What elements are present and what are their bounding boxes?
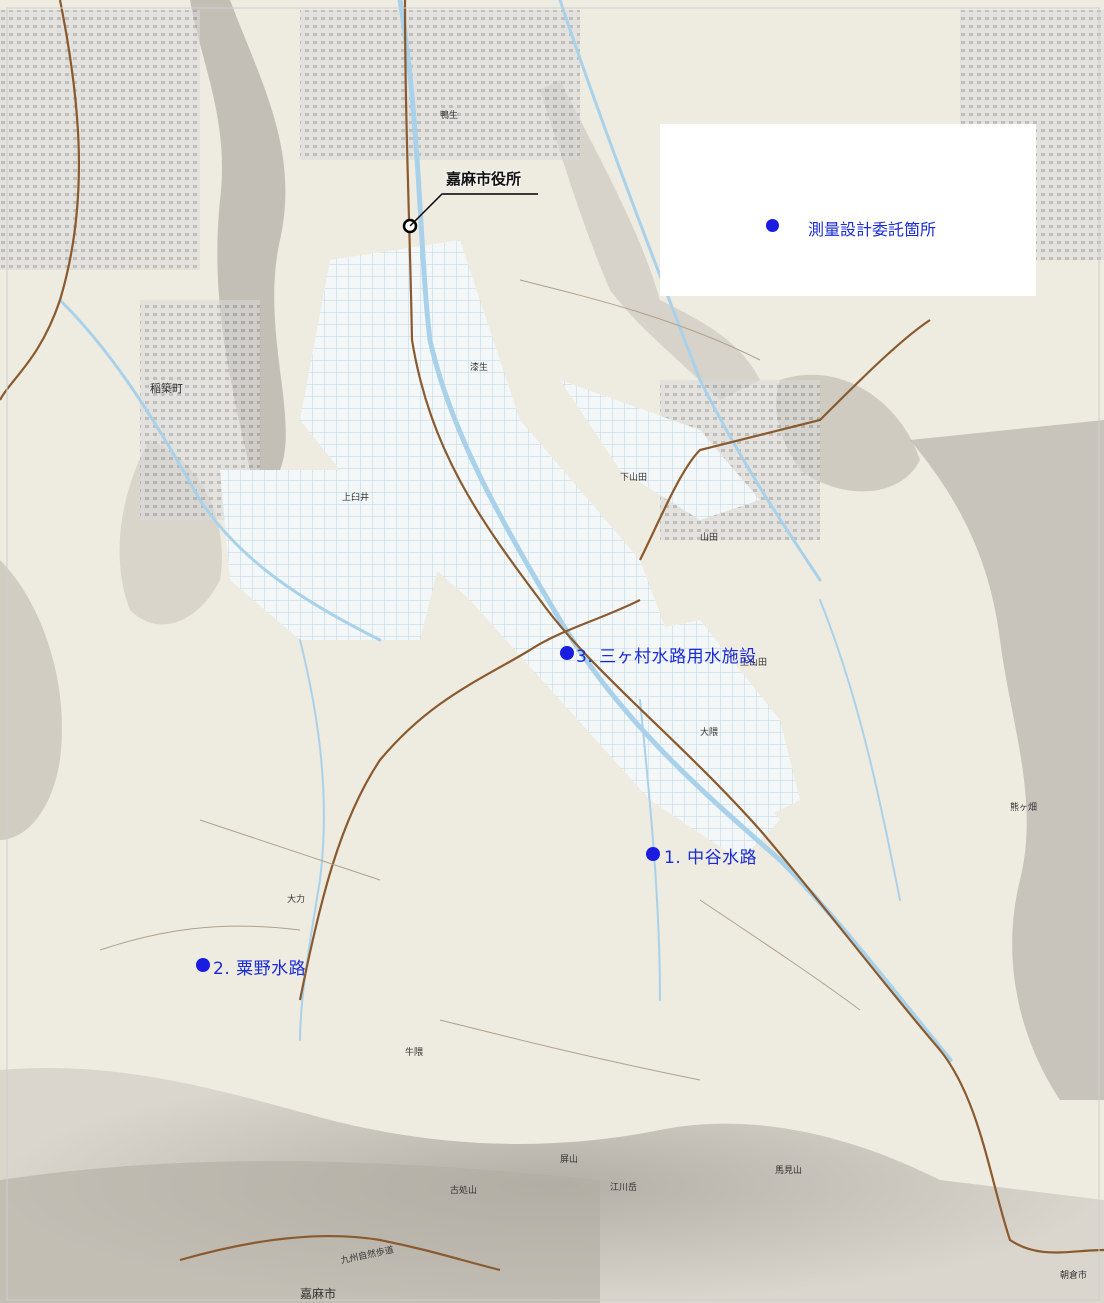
legend-label: 測量設計委託箇所 xyxy=(808,220,937,239)
place-label: 山田 xyxy=(700,533,719,543)
place-label: 馬見山 xyxy=(775,1166,803,1176)
place-label: 大隈 xyxy=(700,728,719,738)
site-marker-3[interactable] xyxy=(560,646,574,660)
legend: 測量設計委託箇所 xyxy=(660,124,1036,296)
place-label: 嘉麻市 xyxy=(300,1287,337,1301)
place-label: 漆生 xyxy=(470,363,489,373)
map-frame xyxy=(6,7,1100,1301)
roads xyxy=(0,0,1104,1272)
place-label: 江川岳 xyxy=(610,1183,638,1193)
place-label: 大力 xyxy=(287,895,306,905)
place-label: 熊ヶ畑 xyxy=(1010,803,1038,813)
place-label: 下山田 xyxy=(620,473,648,483)
place-label: 朝倉市 xyxy=(1060,1271,1088,1281)
place-label: 牛隈 xyxy=(405,1048,424,1058)
place-label: 上臼井 xyxy=(342,493,370,503)
city-hall-marker[interactable] xyxy=(402,186,542,236)
site-label-1: 1. 中谷水路 xyxy=(664,848,758,868)
site-label-2: 2. 粟野水路 xyxy=(213,959,307,979)
site-label-3: 3. 三ヶ村水路用水施設 xyxy=(576,647,757,667)
city-hall-label: 嘉麻市役所 xyxy=(446,170,522,188)
place-label: 古処山 xyxy=(450,1186,478,1196)
paddy-fields xyxy=(220,240,800,860)
place-label: 稲築町 xyxy=(150,382,183,395)
place-label: 屏山 xyxy=(560,1155,579,1165)
place-label: 鴨生 xyxy=(440,111,459,121)
place-label: 上山田 xyxy=(740,658,768,668)
secondary-roads xyxy=(99,279,861,1081)
site-marker-1[interactable] xyxy=(646,847,660,861)
legend-dot-icon xyxy=(766,219,779,232)
site-marker-2[interactable] xyxy=(196,958,210,972)
